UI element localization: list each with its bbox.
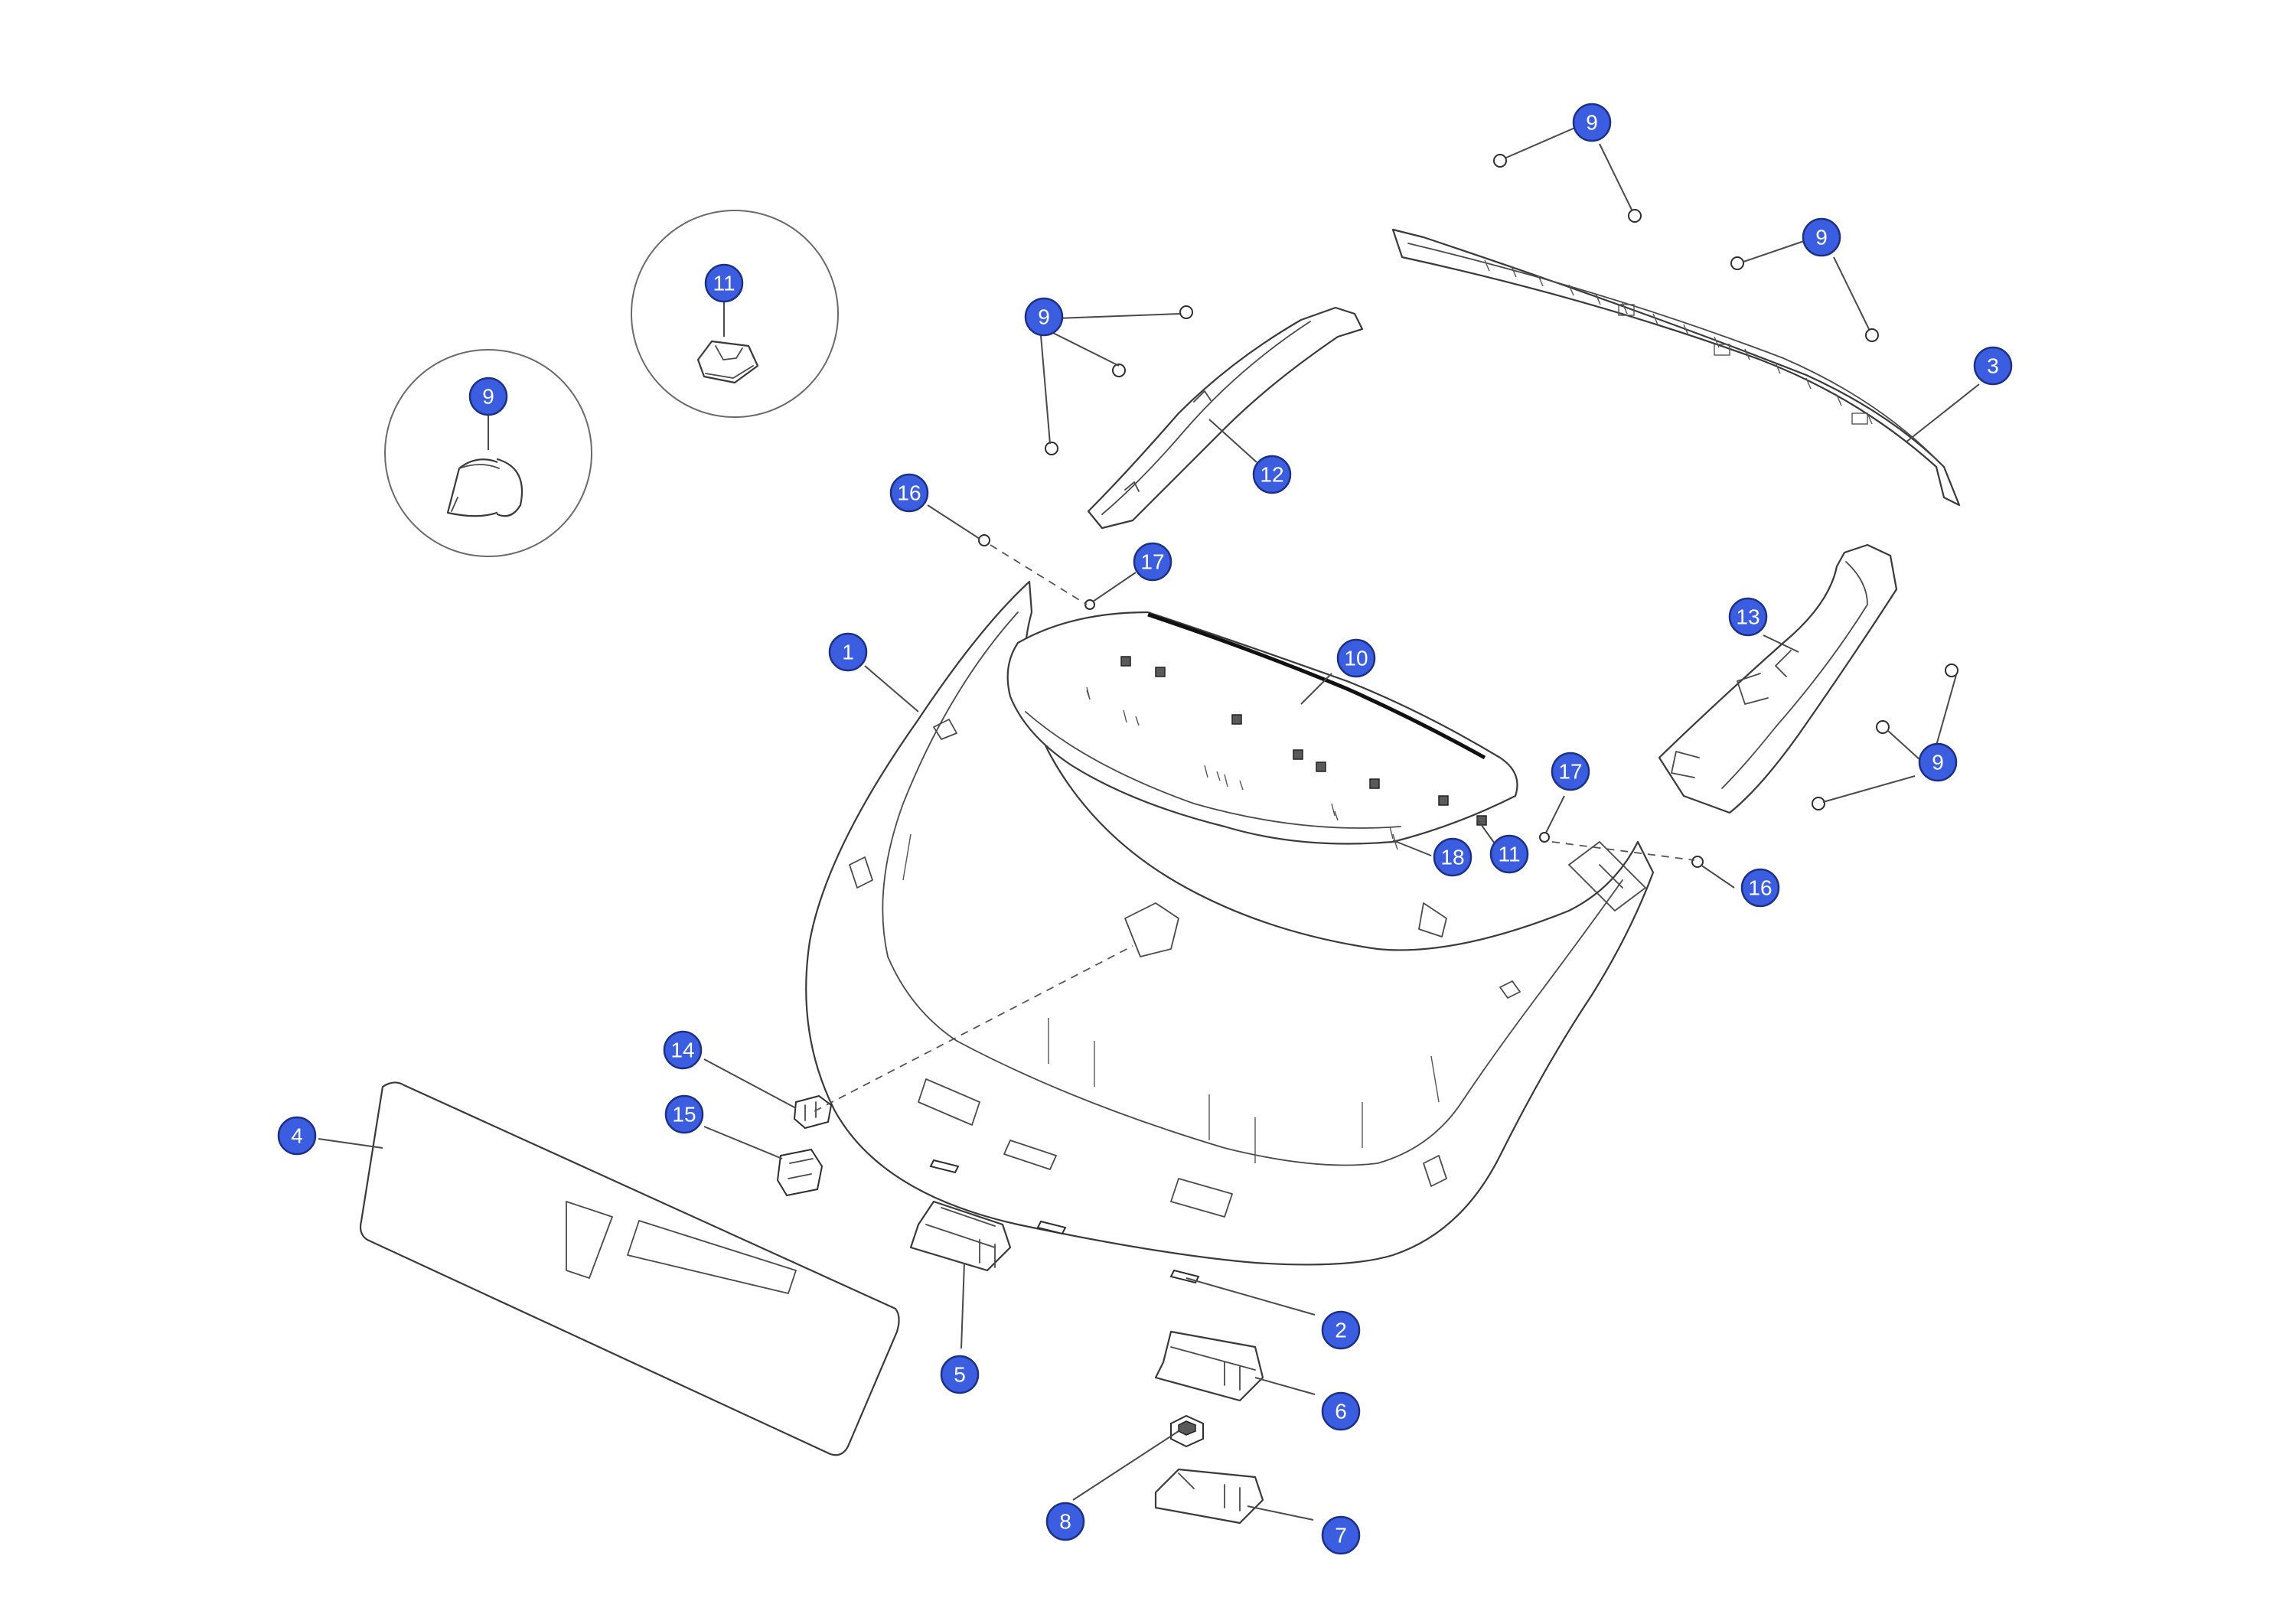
part-10-upper-crossmember: [1006, 611, 1518, 845]
callout-9[interactable]: 9: [1802, 217, 1841, 257]
part-1-tailgate-inner-trim: [805, 580, 1655, 1266]
callout-label: 16: [1748, 876, 1772, 900]
callout-7[interactable]: 7: [1321, 1515, 1361, 1555]
callout-16[interactable]: 16: [1740, 868, 1780, 908]
callout-15[interactable]: 15: [664, 1094, 704, 1134]
part-5-handle-cover: [909, 1200, 1012, 1272]
callout-12[interactable]: 12: [1252, 455, 1292, 494]
part-7-cover: [1154, 1468, 1264, 1525]
leader-lines: [318, 126, 1980, 1521]
callout-label: 9: [1815, 226, 1828, 249]
callout-label: 11: [713, 272, 735, 295]
callout-6[interactable]: 6: [1321, 1391, 1361, 1431]
callout-16[interactable]: 16: [889, 473, 929, 513]
callout-11[interactable]: 11: [1489, 834, 1529, 874]
callout-label: 15: [672, 1103, 696, 1127]
callout-label: 8: [1059, 1510, 1071, 1534]
callout-label: 12: [1260, 463, 1283, 487]
callout-label: 2: [1335, 1319, 1347, 1342]
callout-label: 13: [1736, 605, 1760, 629]
callout-2[interactable]: 2: [1321, 1310, 1361, 1350]
callout-18[interactable]: 18: [1433, 837, 1473, 877]
callout-4[interactable]: 4: [277, 1116, 317, 1156]
part-13-right-pillar-trim: [1658, 543, 1898, 814]
callout-label: 14: [670, 1039, 694, 1062]
part-15-clip: [776, 1148, 823, 1197]
callout-3[interactable]: 3: [1973, 346, 2013, 386]
callout-label: 5: [954, 1363, 966, 1387]
callout-label: 16: [897, 481, 921, 505]
callout-14[interactable]: 14: [663, 1030, 703, 1070]
part-14-clip: [793, 1094, 833, 1130]
callout-label: 1: [842, 641, 854, 664]
callout-label: 18: [1440, 846, 1464, 869]
assembly-lines: [814, 544, 1695, 1112]
callout-inset-9[interactable]: 9: [468, 377, 508, 416]
callout-10[interactable]: 10: [1336, 638, 1376, 678]
callout-9[interactable]: 9: [1024, 297, 1064, 337]
callout-inset-11[interactable]: 11: [704, 263, 744, 303]
part-3-upper-trim-strip: [1391, 228, 1961, 507]
callout-label: 11: [1498, 843, 1520, 866]
part-8-switch: [1170, 1414, 1204, 1448]
part-12-left-pillar-trim: [1087, 306, 1364, 530]
callout-9[interactable]: 9: [1918, 742, 1958, 782]
callout-8[interactable]: 8: [1045, 1502, 1085, 1541]
callout-1[interactable]: 1: [828, 632, 868, 672]
inset-clip-11-detail: [631, 210, 839, 418]
callout-13[interactable]: 13: [1728, 597, 1768, 637]
callouts: 9 11 9 9 9 9 3 12 16 17 1: [277, 103, 2013, 1555]
fasteners: [978, 154, 1958, 868]
callout-label: 10: [1344, 647, 1368, 670]
part-6-cover: [1154, 1330, 1264, 1402]
callout-label: 9: [482, 385, 494, 409]
callout-label: 17: [1558, 760, 1582, 784]
callout-label: 7: [1335, 1524, 1347, 1547]
callout-9[interactable]: 9: [1572, 103, 1612, 142]
callout-label: 6: [1335, 1400, 1347, 1423]
inset-clip-9-detail: [384, 349, 592, 557]
part-4-lower-panel: [359, 1081, 900, 1456]
callout-label: 9: [1932, 751, 1944, 774]
callout-label: 4: [291, 1124, 303, 1148]
callout-label: 9: [1586, 111, 1598, 135]
callout-5[interactable]: 5: [940, 1355, 980, 1394]
callout-17[interactable]: 17: [1133, 542, 1172, 582]
callout-label: 17: [1140, 550, 1164, 574]
callout-label: 9: [1038, 305, 1050, 329]
callout-label: 3: [1987, 354, 1999, 378]
part-2-pads: [929, 1159, 1200, 1284]
callout-17[interactable]: 17: [1551, 752, 1590, 791]
